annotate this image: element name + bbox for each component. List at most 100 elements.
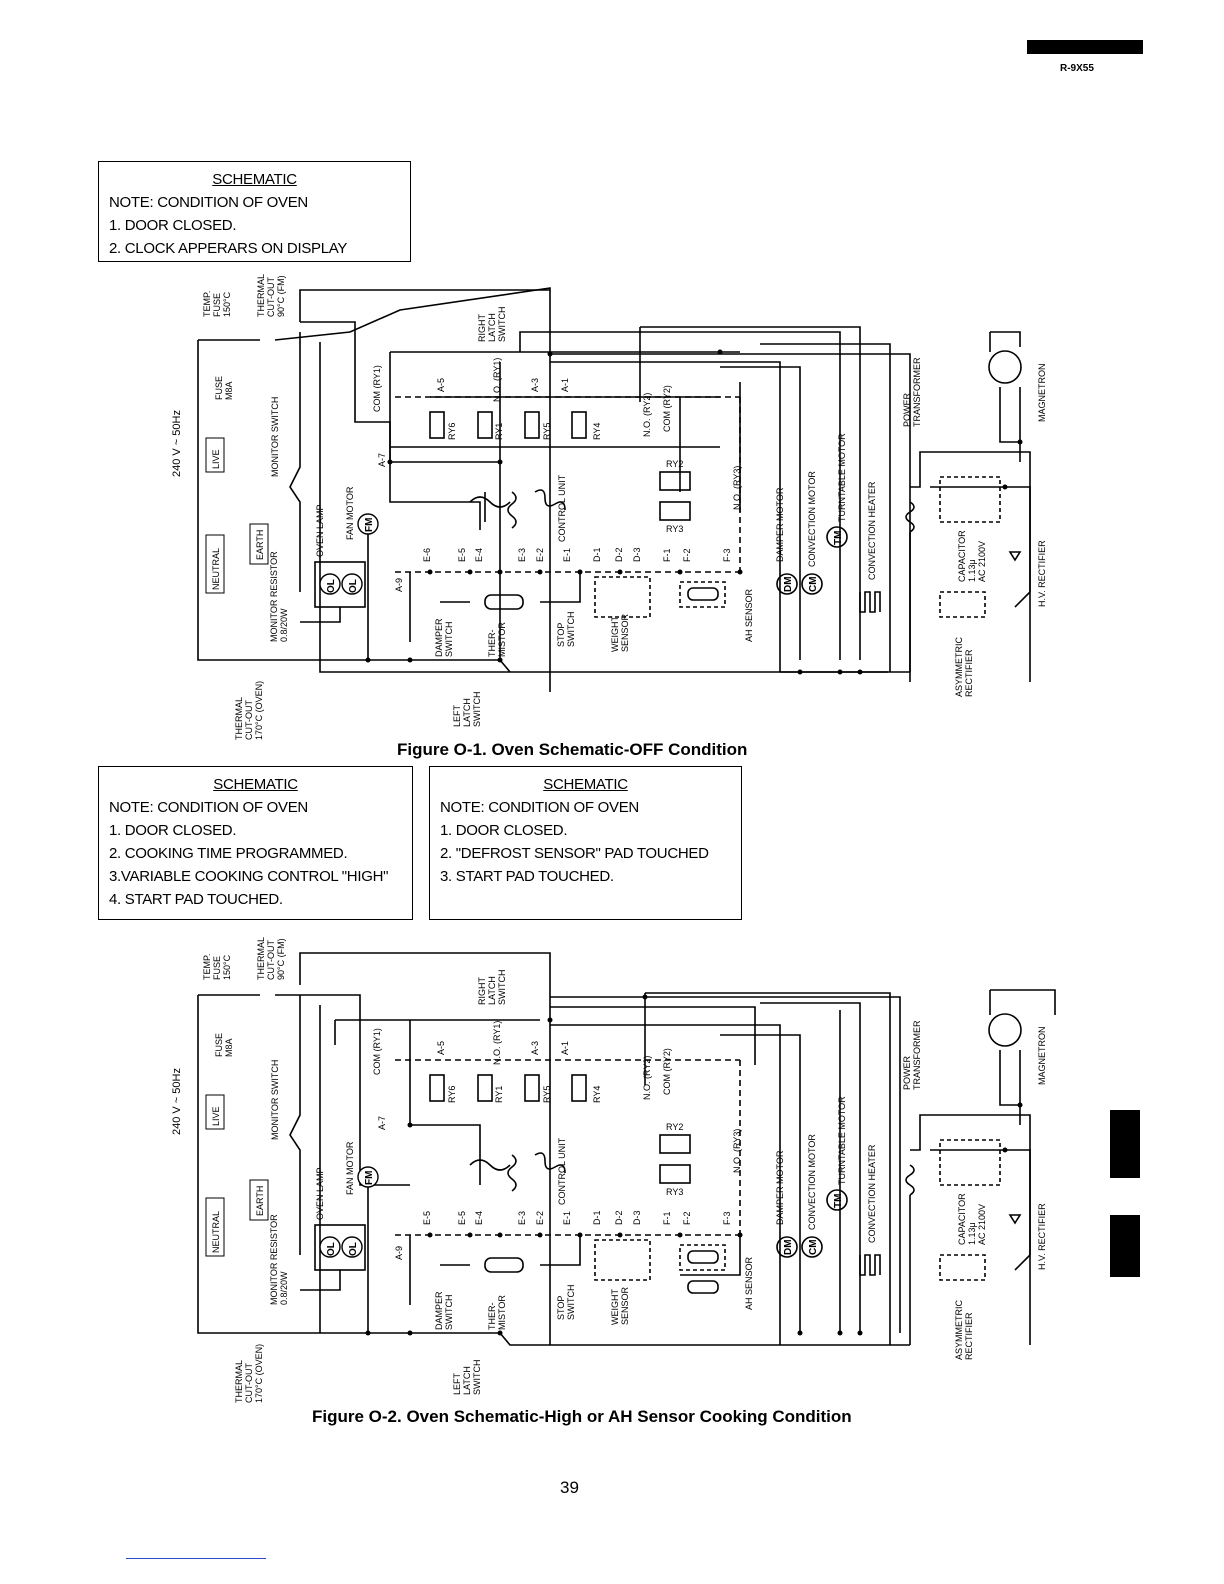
note-title: SCHEMATIC	[543, 776, 628, 793]
label-relay-term: N.O. (RY1)	[492, 358, 502, 402]
side-tab-1	[1110, 1110, 1140, 1178]
label-control-unit: CONTROL UNIT	[557, 1137, 567, 1205]
label-monitor-resistor: 0.8/20W	[279, 608, 289, 642]
note-item: 2. CLOCK APPERARS ON DISPLAY	[109, 240, 348, 257]
label-right-latch: RIGHT	[477, 314, 487, 343]
label-ol: OL	[348, 579, 359, 593]
label-monitor-resistor: MONITOR RESISTOR	[269, 1214, 279, 1305]
label-relay-term: N.O. (RY3)	[732, 1129, 742, 1173]
label-relay: RY6	[447, 1086, 457, 1103]
note-heading: NOTE: CONDITION OF OVEN	[109, 194, 308, 211]
label-convection-heater: CONVECTION HEATER	[867, 481, 877, 580]
label-terminal: A-1	[560, 378, 570, 392]
label-terminal: F-3	[722, 1212, 732, 1226]
label-relay-term: COM (RY1)	[372, 1028, 382, 1075]
label-relay: RY4	[592, 423, 602, 440]
label-relay-term: COM (RY2)	[662, 1048, 672, 1095]
label-relay-term: N.O. (RY3)	[732, 466, 742, 510]
label-weight-sensor: SENSOR	[620, 613, 630, 652]
label-right-latch: SWITCH	[497, 970, 507, 1006]
label-relay-term: COM (RY1)	[372, 365, 382, 412]
label-terminal: D-1	[592, 1210, 602, 1225]
label-ah-sensor: AH SENSOR	[744, 588, 754, 642]
label-turntable-motor: TURNTABLE MOTOR	[837, 433, 847, 522]
label-relay: RY2	[666, 1122, 683, 1132]
label-weight-sensor: WEIGHT	[610, 1289, 620, 1325]
label-ah-sensor: AH SENSOR	[744, 1256, 754, 1310]
label-live: LIVE	[211, 449, 221, 469]
label-dm: DM	[783, 576, 794, 592]
note-heading: NOTE: CONDITION OF OVEN	[109, 799, 308, 816]
label-turntable-motor: TURNTABLE MOTOR	[837, 1096, 847, 1185]
note-heading: NOTE: CONDITION OF OVEN	[440, 799, 639, 816]
label-thermal-top: THERMAL	[256, 274, 266, 317]
figure-caption-1: Figure O-1. Oven Schematic-OFF Condition	[397, 740, 748, 759]
label-asym-rectifier: RECTIFIER	[964, 649, 974, 697]
label-supply: 240 V ~ 50Hz	[171, 1068, 183, 1135]
label-thermal-top: CUT-OUT	[266, 940, 276, 980]
header-bar	[1027, 40, 1143, 54]
label-power-transformer: TRANSFORMER	[912, 357, 922, 427]
label-terminal: F-1	[662, 1212, 672, 1226]
label-temp-fuse: 150°C	[222, 954, 232, 980]
label-damper-motor: DAMPER MOTOR	[775, 487, 785, 562]
label-relay: RY5	[542, 1086, 552, 1103]
label-fuse: M8A	[224, 1038, 234, 1057]
label-terminal: D-1	[592, 547, 602, 562]
label-terminal: D-2	[614, 1210, 624, 1225]
label-temp-fuse: FUSE	[212, 956, 222, 980]
label-fan-motor: FAN MOTOR	[345, 1141, 355, 1195]
label-relay-term: N.O. (RY2)	[642, 393, 652, 437]
label-thermal-top: 90°C (FM)	[276, 275, 286, 317]
label-neutral: NEUTRAL	[211, 548, 221, 590]
schematic-high: 240 V ~ 50Hz LIVE NEUTRAL EARTH TEMP. FU…	[171, 937, 1056, 1403]
label-fm: FM	[364, 1171, 375, 1185]
note-box-2: SCHEMATIC NOTE: CONDITION OF OVEN 1. DOO…	[98, 766, 413, 920]
label-thermal-bottom: THERMAL	[234, 697, 244, 740]
label-capacitor: AC 2100V	[977, 541, 987, 582]
label-left-latch: SWITCH	[472, 1360, 482, 1396]
label-ol: OL	[326, 1242, 337, 1256]
label-relay-term: N.O. (RY2)	[642, 1056, 652, 1100]
label-capacitor: CAPACITOR	[957, 530, 967, 582]
label-asym-rectifier: ASYMMETRIC	[954, 1299, 964, 1360]
label-terminal: E-5	[457, 1211, 467, 1225]
label-damper-motor: DAMPER MOTOR	[775, 1150, 785, 1225]
label-power-transformer: POWER	[902, 392, 912, 427]
label-left-latch: LATCH	[462, 698, 472, 727]
label-thermal-bottom: CUT-OUT	[244, 700, 254, 740]
label-neutral: NEUTRAL	[211, 1211, 221, 1253]
label-temp-fuse: TEMP.	[202, 291, 212, 317]
label-relay: RY3	[666, 1187, 683, 1197]
label-thermal-bottom: CUT-OUT	[244, 1363, 254, 1403]
label-hv-rectifier: H.V. RECTIFIER	[1037, 1203, 1047, 1270]
label-damper-switch: SWITCH	[444, 622, 454, 658]
label-monitor-switch: MONITOR SWITCH	[270, 397, 280, 477]
label-terminal: E-5	[422, 1211, 432, 1225]
label-thermal-bottom: THERMAL	[234, 1360, 244, 1403]
label-stop-switch: SWITCH	[566, 612, 576, 648]
label-left-latch: SWITCH	[472, 692, 482, 728]
label-terminal: F-3	[722, 549, 732, 563]
label-weight-sensor: SENSOR	[620, 1286, 630, 1325]
label-power-transformer: POWER	[902, 1055, 912, 1090]
label-dm: DM	[783, 1239, 794, 1255]
label-thermal-bottom: 170°C (OVEN)	[254, 681, 264, 740]
note-item: 1. DOOR CLOSED.	[109, 217, 237, 234]
label-convection-heater: CONVECTION HEATER	[867, 1144, 877, 1243]
label-terminal: A-7	[377, 453, 387, 467]
label-terminal: A-5	[436, 1041, 446, 1055]
label-temp-fuse: 150°C	[222, 291, 232, 317]
label-relay: RY1	[494, 423, 504, 440]
label-right-latch: LATCH	[487, 976, 497, 1005]
label-capacitor: 1.13μ	[967, 1222, 977, 1245]
label-ol: OL	[326, 579, 337, 593]
note-item: 1. DOOR CLOSED.	[440, 822, 568, 839]
label-left-latch: LEFT	[452, 1372, 462, 1395]
label-terminal: E-2	[535, 1211, 545, 1225]
note-title: SCHEMATIC	[212, 171, 297, 188]
label-terminal: E-1	[562, 548, 572, 562]
label-terminal: F-2	[682, 549, 692, 563]
label-terminal: E-6	[422, 548, 432, 562]
label-cm: CM	[808, 576, 819, 592]
